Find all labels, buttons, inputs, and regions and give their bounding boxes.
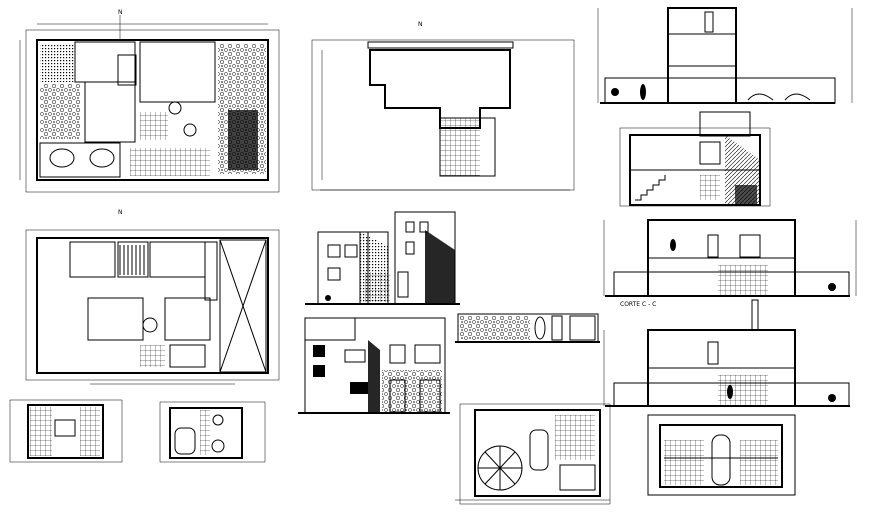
svg-text:N: N: [418, 21, 423, 28]
front-elevation: [305, 211, 460, 305]
section-c-c: CORTE C - C: [603, 219, 857, 308]
bathroom-detail-1: [9, 399, 123, 463]
wall-detail-strip: [455, 313, 600, 343]
roof-plan: N: [311, 21, 575, 191]
svg-text:N: N: [118, 209, 123, 216]
section-c-c-label: CORTE C - C: [620, 301, 656, 308]
svg-text:N: N: [118, 9, 123, 16]
section-stairs: [619, 111, 771, 207]
section-top: [597, 7, 853, 104]
ground-floor-plan: N: [19, 9, 280, 193]
kitchen-elevation: [647, 414, 796, 496]
section-lower-right: [603, 299, 850, 407]
rear-elevation: [298, 317, 450, 414]
stair-plan-detail: [455, 403, 611, 505]
bathroom-detail-2: [159, 401, 266, 463]
first-floor-plan: N: [25, 209, 280, 385]
